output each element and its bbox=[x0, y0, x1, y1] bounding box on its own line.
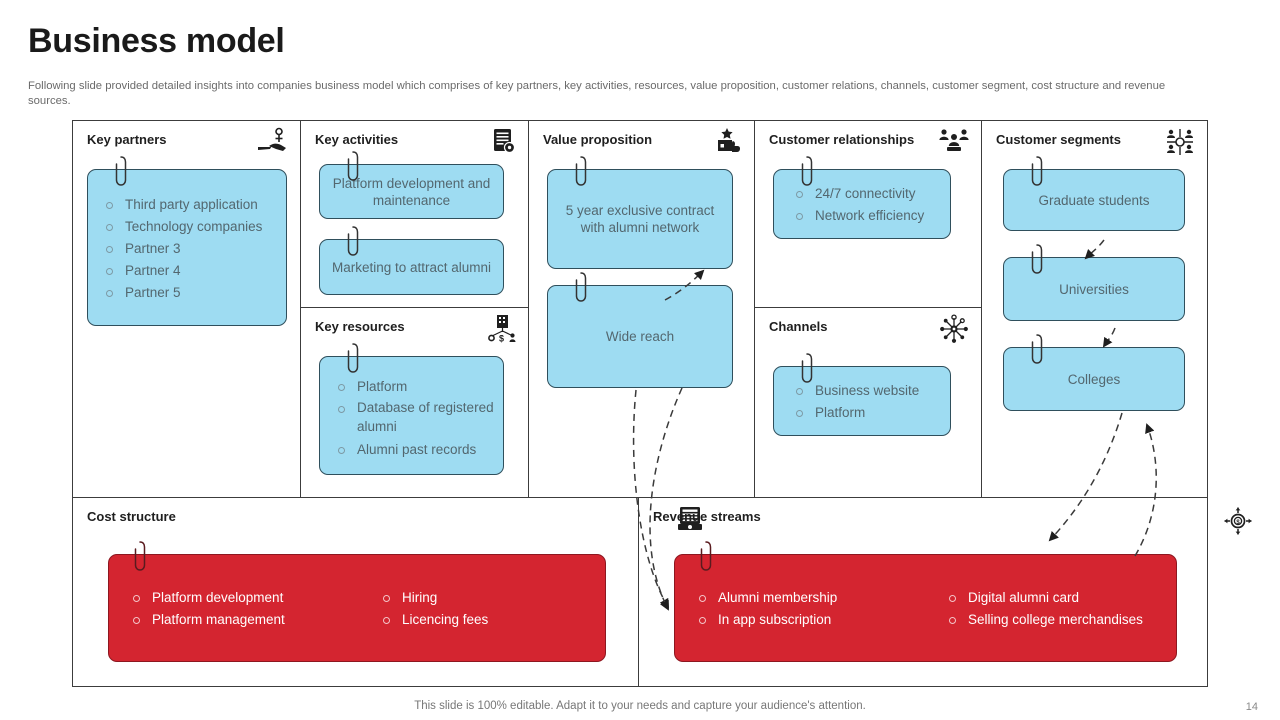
key-resources-title: Key resources bbox=[315, 319, 405, 334]
key-activities-card-2[interactable]: Marketing to attract alumni bbox=[319, 226, 504, 295]
list-item: Digital alumni card bbox=[947, 587, 1168, 609]
building-resources-icon: $ bbox=[484, 314, 518, 344]
customer-segments-card-2[interactable]: Universities bbox=[1003, 244, 1185, 321]
paperclip-icon bbox=[346, 224, 360, 258]
network-hub-icon bbox=[937, 314, 971, 344]
channels-title: Channels bbox=[769, 319, 828, 334]
card-label: Universities bbox=[1059, 281, 1129, 297]
segments-people-icon bbox=[1163, 127, 1197, 157]
document-gear-icon bbox=[484, 127, 518, 157]
customer-relationships-list: 24/7 connectivity Network efficiency bbox=[794, 183, 942, 227]
paperclip-icon bbox=[699, 539, 713, 573]
paperclip-icon bbox=[574, 154, 588, 188]
key-partners-sticky[interactable]: Third party application Technology compa… bbox=[87, 156, 287, 326]
cell-channels: Channels bbox=[755, 308, 981, 497]
divider-vertical-4 bbox=[981, 121, 982, 497]
card-label: Colleges bbox=[1067, 371, 1121, 387]
list-item: Selling college merchandises bbox=[947, 609, 1168, 631]
list-item: In app subscription bbox=[697, 609, 947, 631]
cell-revenue-streams: Revenue streams $ Alumni membership Digi… bbox=[639, 498, 1252, 688]
list-item: Technology companies bbox=[104, 216, 278, 238]
cell-key-resources: Key resources $ Platform Database of bbox=[301, 308, 528, 497]
key-resources-list: Platform Database of registered alumni A… bbox=[336, 376, 495, 461]
list-item: Database of registered alumni bbox=[336, 398, 495, 436]
card-label: 5 year exclusive contract with alumni ne… bbox=[565, 203, 715, 235]
cell-key-activities: Key activities Platform development and … bbox=[301, 121, 528, 307]
key-activities-title: Key activities bbox=[315, 132, 399, 147]
card-label: Wide reach bbox=[605, 329, 675, 344]
divider-vertical-1 bbox=[300, 121, 301, 497]
divider-vertical-3 bbox=[754, 121, 755, 497]
revenue-streams-sticky[interactable]: Alumni membership Digital alumni card In… bbox=[674, 541, 1177, 662]
coin-target-icon: $ bbox=[1223, 506, 1253, 536]
channels-sticky-box[interactable]: Business website Platform bbox=[773, 353, 951, 436]
cell-customer-relationships: Customer relationships 24/7 connectivity… bbox=[755, 121, 981, 307]
list-item: Platform bbox=[794, 402, 942, 424]
business-model-canvas: Key partners Third party application Tec… bbox=[72, 120, 1252, 688]
paperclip-icon bbox=[133, 539, 147, 573]
calculator-icon bbox=[677, 506, 703, 532]
channels-list: Business website Platform bbox=[794, 380, 942, 424]
list-item: Partner 3 bbox=[104, 238, 278, 260]
customer-segments-title: Customer segments bbox=[996, 132, 1121, 147]
cost-structure-list: Platform development Hiring Platform man… bbox=[131, 587, 597, 631]
key-partners-list: Third party application Technology compa… bbox=[104, 194, 278, 304]
list-item: Partner 5 bbox=[104, 282, 278, 304]
cell-customer-segments: Customer segments Graduate students bbox=[982, 121, 1207, 497]
divider-vertical-2 bbox=[528, 121, 529, 497]
paperclip-icon bbox=[1030, 242, 1044, 276]
page-title: Business model bbox=[28, 22, 285, 60]
cost-structure-title: Cost structure bbox=[87, 509, 176, 524]
svg-text:$: $ bbox=[1236, 520, 1240, 526]
value-proposition-card-1[interactable]: 5 year exclusive contract with alumni ne… bbox=[547, 156, 733, 269]
page-number: 14 bbox=[1245, 701, 1258, 713]
cost-structure-sticky-box[interactable]: Platform development Hiring Platform man… bbox=[108, 541, 606, 662]
divider-relationships-channels bbox=[754, 307, 981, 308]
list-item: Partner 4 bbox=[104, 260, 278, 282]
list-item: Licencing fees bbox=[381, 609, 597, 631]
key-activities-card-1[interactable]: Platform development and maintenance bbox=[319, 151, 504, 219]
paperclip-icon bbox=[1030, 154, 1044, 188]
paperclip-icon bbox=[346, 341, 360, 375]
list-item: Hiring bbox=[381, 587, 597, 609]
divider-activities-resources bbox=[300, 307, 528, 308]
cell-key-partners: Key partners Third party application Tec… bbox=[73, 121, 300, 497]
hand-holding-person-icon bbox=[256, 127, 290, 157]
footer-note: This slide is 100% editable. Adapt it to… bbox=[414, 700, 866, 712]
revenue-streams-list: Alumni membership Digital alumni card In… bbox=[697, 587, 1168, 631]
list-item: Platform management bbox=[131, 609, 381, 631]
customer-relationships-sticky[interactable]: 24/7 connectivity Network efficiency bbox=[773, 156, 951, 239]
cell-cost-structure: Cost structure Platform development Hiri… bbox=[73, 498, 702, 688]
list-item: Platform development bbox=[131, 587, 381, 609]
customer-segments-card-3[interactable]: Colleges bbox=[1003, 334, 1185, 411]
value-proposition-title: Value proposition bbox=[543, 132, 653, 147]
list-item: Network efficiency bbox=[794, 205, 942, 227]
list-item: Platform bbox=[336, 376, 495, 398]
page-subtitle: Following slide provided detailed insigh… bbox=[28, 80, 1166, 107]
paperclip-icon bbox=[114, 154, 128, 188]
cell-value-proposition: Value proposition 5 year exclusive contr… bbox=[529, 121, 754, 497]
revenue-streams-title: Revenue streams bbox=[653, 509, 761, 524]
people-group-icon bbox=[937, 127, 971, 157]
list-item: Alumni past records bbox=[336, 439, 495, 461]
paperclip-icon bbox=[1030, 332, 1044, 366]
svg-text:$: $ bbox=[499, 334, 504, 344]
list-item: Alumni membership bbox=[697, 587, 947, 609]
card-label: Graduate students bbox=[1038, 192, 1150, 208]
value-proposition-card-2[interactable]: Wide reach bbox=[547, 272, 733, 388]
list-item: Third party application bbox=[104, 194, 278, 216]
paperclip-icon bbox=[574, 270, 588, 304]
key-resources-sticky[interactable]: Platform Database of registered alumni A… bbox=[319, 343, 504, 475]
customer-segments-card-1[interactable]: Graduate students bbox=[1003, 156, 1185, 231]
card-label: Marketing to attract alumni bbox=[331, 259, 492, 275]
customer-relationships-title: Customer relationships bbox=[769, 132, 915, 147]
key-partners-title: Key partners bbox=[87, 132, 167, 147]
card-label: Platform development and maintenance bbox=[332, 175, 491, 208]
list-item: 24/7 connectivity bbox=[794, 183, 942, 205]
trophy-thumbsup-icon bbox=[710, 127, 744, 157]
list-item: Business website bbox=[794, 380, 942, 402]
